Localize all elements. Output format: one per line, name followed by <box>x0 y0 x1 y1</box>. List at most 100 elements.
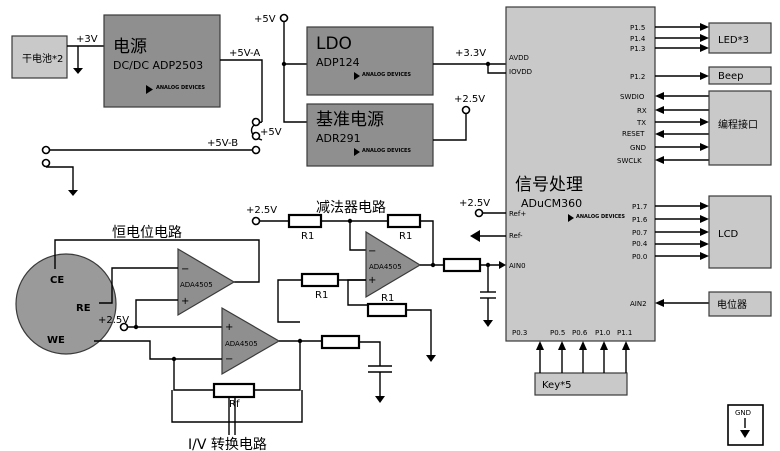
battery-block: 干电池*2 <box>11 35 68 79</box>
analog-devices-logo-icon <box>568 214 574 222</box>
potentiostat-opamp-part: ADA4505 <box>180 281 213 289</box>
battery-label: 干电池*2 <box>22 52 63 65</box>
ldo-logo: ANALOG DEVICES <box>362 72 411 78</box>
pin-iovdd: IOVDD <box>509 68 532 76</box>
pin-reset: RESET <box>622 130 645 138</box>
re-label: RE <box>76 303 91 314</box>
pin-p1-5: P1.5 <box>630 24 645 32</box>
out-5v-a-label: +5V-A <box>229 48 260 59</box>
subtractor-opamp <box>365 230 422 299</box>
pin-p1-6: P1.6 <box>632 216 648 224</box>
reference-part: ADR291 <box>316 132 361 145</box>
pin-p1-7: P1.7 <box>632 203 647 211</box>
iv-minus: − <box>225 354 233 365</box>
analog-devices-logo-icon <box>146 85 153 94</box>
subtractor-r1-b: R1 <box>399 231 412 242</box>
potentiostat-bias-label: +2.5V <box>98 315 129 326</box>
ce-label: CE <box>50 275 64 286</box>
subtractor-r1-d: R1 <box>381 293 394 304</box>
lcd-label: LCD <box>718 229 739 240</box>
pin-ain2: AIN2 <box>630 300 647 308</box>
mid-5v-label: +5V <box>260 127 282 138</box>
ground-icon <box>426 355 436 362</box>
reference-out-label: +2.5V <box>454 94 485 105</box>
pin-ref-minus: Ref- <box>509 232 523 240</box>
subtractor-bias-label: +2.5V <box>246 205 277 216</box>
ldo-block: LDO ADP124 ANALOG DEVICES <box>306 26 434 96</box>
mcu-logo: ANALOG DEVICES <box>576 214 625 220</box>
subtractor-r1-a: R1 <box>301 231 314 242</box>
keys-label: Key*5 <box>542 380 572 391</box>
out-5v-b-label: +5V-B <box>207 138 238 149</box>
pin-ain0: AIN0 <box>509 262 526 270</box>
pin-rx: RX <box>637 107 647 115</box>
power-supply-part: DC/DC ADP2503 <box>113 59 203 72</box>
electrochemical-cell <box>15 253 117 355</box>
pot-label: 电位器 <box>717 298 747 311</box>
ground-icon <box>483 320 493 327</box>
pin-p0-4: P0.4 <box>632 240 648 248</box>
beep-block: Beep <box>708 66 772 85</box>
pot-block: 电位器 <box>708 291 772 317</box>
ldo-part: ADP124 <box>316 56 360 69</box>
pin-p1-2: P1.2 <box>630 73 645 81</box>
potentiostat-plus: + <box>181 296 189 307</box>
subtractor-minus: − <box>368 246 376 257</box>
pin-p1-0: P1.0 <box>595 329 610 337</box>
mcu-block: 信号处理 ADuCM360 ANALOG DEVICES AVDD IOVDD … <box>505 6 656 342</box>
power-supply-logo: ANALOG DEVICES <box>156 85 205 91</box>
pin-swdio: SWDIO <box>620 93 645 101</box>
keys-block: Key*5 <box>534 372 628 396</box>
iv-plus: + <box>225 322 233 333</box>
subtractor-opamp-part: ADA4505 <box>369 263 402 271</box>
mcu-title: 信号处理 <box>515 175 583 195</box>
ref-minus-arrow-icon <box>470 230 480 242</box>
iv-opamp <box>221 306 281 376</box>
analog-devices-logo-icon <box>354 148 360 156</box>
ground-icon <box>73 68 83 74</box>
gnd-block: GND <box>727 404 764 446</box>
pin-swclk: SWCLK <box>617 157 642 165</box>
reference-block: 基准电源 ADR291 ANALOG DEVICES <box>306 103 434 167</box>
we-label: WE <box>47 335 65 346</box>
mcu-part: ADuCM360 <box>521 197 582 210</box>
pin-p0-0: P0.0 <box>632 253 647 261</box>
top-5v-label: +5V <box>254 14 276 25</box>
pin-p0-7: P0.7 <box>632 229 647 237</box>
ldo-out-label: +3.3V <box>455 48 486 59</box>
pin-avdd: AVDD <box>509 54 529 62</box>
beep-label: Beep <box>718 71 744 82</box>
ground-icon <box>68 190 78 196</box>
ref-plus-voltage-label: +2.5V <box>459 198 490 209</box>
ground-icon <box>375 396 385 403</box>
lcd-block: LCD <box>708 195 772 269</box>
subtractor-plus: + <box>368 275 376 286</box>
ain0-arrow-icon <box>499 261 506 269</box>
iv-title: I/V 转换电路 <box>188 436 267 451</box>
potentiostat-opamp <box>177 247 236 317</box>
ground-icon <box>740 430 750 438</box>
programmer-label: 编程接口 <box>718 118 758 131</box>
potentiostat-title: 恒电位电路 <box>112 225 182 241</box>
pin-tx: TX <box>636 119 646 127</box>
pin-p1-3: P1.3 <box>630 45 645 53</box>
power-supply-title: 电源 <box>113 37 147 57</box>
subtractor-title: 减法器电路 <box>316 200 386 216</box>
pin-p0-6: P0.6 <box>572 329 588 337</box>
analog-devices-logo-icon <box>354 72 360 80</box>
gnd-label: GND <box>735 409 751 417</box>
led-label: LED*3 <box>718 35 749 46</box>
pin-gnd: GND <box>630 144 646 152</box>
battery-voltage: +3V <box>76 34 98 45</box>
potentiostat-minus: − <box>181 264 189 275</box>
ldo-title: LDO <box>316 34 352 54</box>
pin-p1-4: P1.4 <box>630 35 646 43</box>
power-supply-block: 电源 DC/DC ADP2503 ANALOG DEVICES <box>103 14 221 108</box>
reference-logo: ANALOG DEVICES <box>362 148 411 154</box>
led-block: LED*3 <box>708 22 772 54</box>
pin-p0-3: P0.3 <box>512 329 527 337</box>
subtractor-r1-c: R1 <box>315 290 328 301</box>
iv-opamp-part: ADA4505 <box>225 340 258 348</box>
reference-title: 基准电源 <box>316 110 384 130</box>
pin-ref-plus: Ref+ <box>509 210 526 218</box>
